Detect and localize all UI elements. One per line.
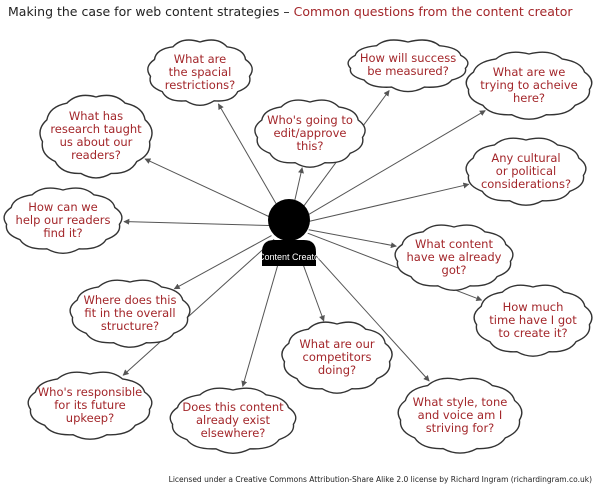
cloud-shape: [465, 137, 587, 206]
cloud-shape: [473, 284, 593, 357]
connector-arrow: [308, 182, 470, 222]
cloud-shape: [281, 321, 393, 394]
question-text: What are our competitors doing?: [299, 336, 375, 377]
connector-arrow: [308, 229, 397, 249]
question-bubble: How can we help our readers find it?: [3, 187, 123, 254]
connector-arrow: [217, 103, 280, 209]
cloud-shape: [147, 39, 253, 106]
question-text: How will success be measured?: [359, 51, 457, 78]
question-bubble: Who's going to edit/approve this?: [254, 99, 366, 168]
cloud-shape: [254, 99, 366, 168]
connector-arrow: [302, 240, 430, 382]
question-bubble: Who's responsible for its future upkeep?: [27, 371, 153, 440]
question-text: Any cultural or political considerations…: [480, 150, 572, 191]
title-main: Making the case for web content strategi…: [8, 4, 280, 19]
connector-arrow: [123, 218, 270, 226]
content-creator-label: Content Creator: [258, 252, 323, 262]
connector-arrow: [173, 235, 272, 290]
question-bubble: Does this content already exist elsewher…: [169, 387, 297, 454]
question-text: What are we trying to acheive here?: [480, 64, 578, 105]
diagram-title: Making the case for web content strategi…: [8, 4, 573, 19]
connector-arrow: [305, 110, 486, 217]
question-bubble: What has research taught us about our re…: [39, 94, 153, 179]
question-text: What are the spacial restrictions?: [164, 51, 236, 92]
cloud-shape: [169, 387, 297, 454]
question-text: Who's responsible for its future upkeep?: [37, 384, 143, 425]
cloud-shape: [3, 187, 123, 254]
connector-arrow: [241, 245, 284, 387]
question-text: Where does this fit in the overall struc…: [83, 292, 177, 333]
cloud-shape: [39, 94, 153, 179]
content-creator-icon: [262, 199, 316, 266]
question-text: Who's going to edit/approve this?: [267, 112, 353, 153]
question-text: How can we help our readers find it?: [15, 199, 111, 240]
cloud-shape: [397, 377, 523, 454]
question-text: How much time have I got to create it?: [489, 299, 577, 340]
question-bubble: What are the spacial restrictions?: [147, 39, 253, 106]
license-notice: Licensed under a Creative Commons Attrib…: [168, 475, 592, 484]
question-text: What content have we already got?: [406, 236, 502, 277]
cloud-shape: [27, 371, 153, 440]
question-bubble: How will success be measured?: [347, 39, 469, 93]
question-bubble: What content have we already got?: [394, 224, 514, 291]
question-bubble: Any cultural or political considerations…: [465, 137, 587, 206]
question-text: What style, tone and voice am I striving…: [412, 394, 508, 435]
question-bubble: What are our competitors doing?: [281, 321, 393, 394]
cloud-shape: [347, 39, 469, 93]
question-bubble: How much time have I got to create it?: [473, 284, 593, 357]
question-bubble: What are we trying to acheive here?: [465, 51, 593, 120]
cloud-shape: [465, 51, 593, 120]
connector-arrow: [122, 239, 275, 376]
title-subtitle: Common questions from the content creato…: [293, 4, 573, 19]
title-separator: –: [279, 4, 294, 19]
question-text: What has research taught us about our re…: [50, 109, 142, 162]
cloud-shape: [69, 279, 191, 348]
question-bubble: Where does this fit in the overall struc…: [69, 279, 191, 348]
cloud-shape: [394, 224, 514, 291]
connector-arrow: [144, 158, 272, 218]
question-text: Does this content already exist elsewher…: [182, 399, 284, 440]
question-bubble: What style, tone and voice am I striving…: [397, 377, 523, 454]
